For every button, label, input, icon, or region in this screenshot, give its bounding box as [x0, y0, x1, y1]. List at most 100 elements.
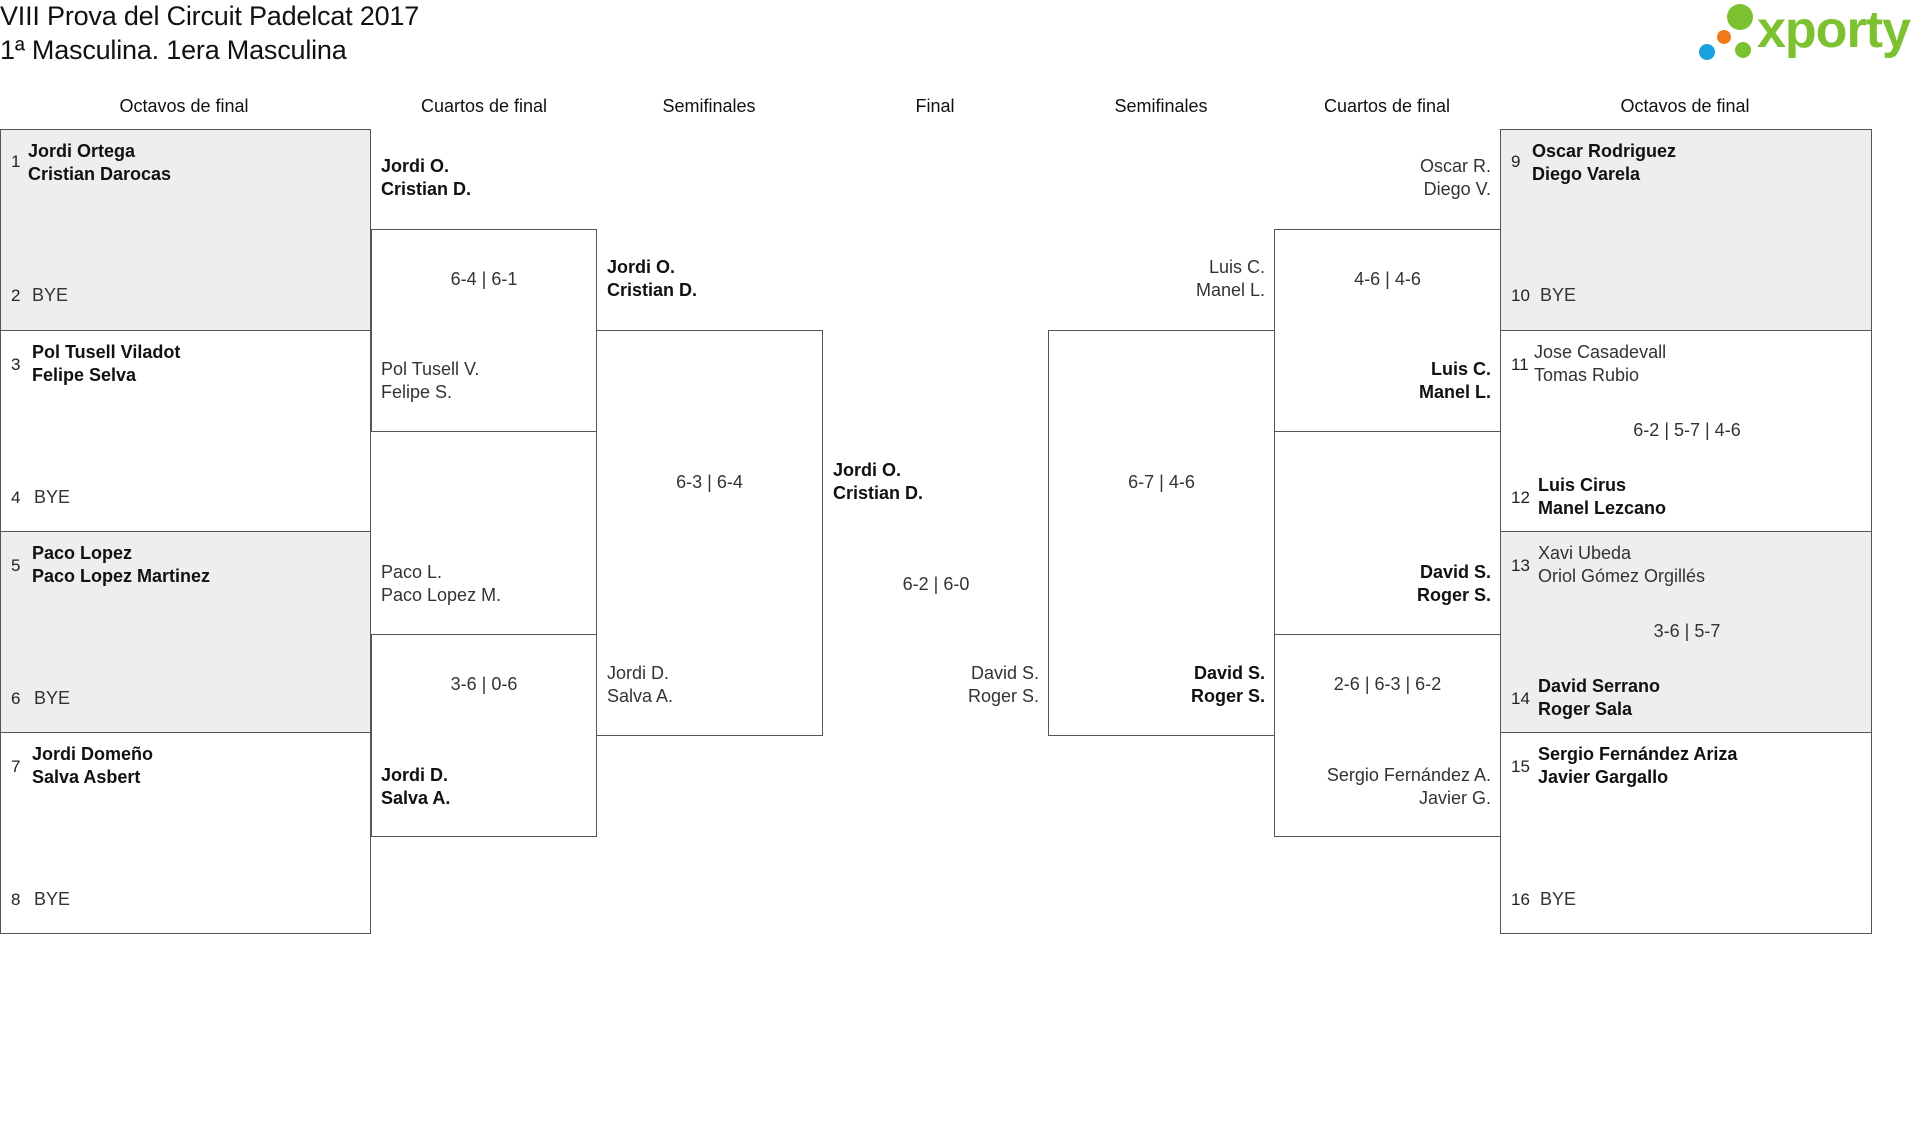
seed-number: 12	[1511, 488, 1530, 507]
player-name: Cristian Darocas	[28, 164, 172, 184]
r16-left-match-1: 1 Jordi Ortega Cristian Darocas 2 BYE	[0, 129, 371, 331]
team-name: Luis C.	[1208, 257, 1265, 277]
logo-wordmark: xporty	[1757, 1, 1911, 59]
seed-number: 5	[11, 556, 21, 575]
team-name: Jordi O.	[381, 156, 450, 176]
col-header-r16-left: Octavos de final	[119, 96, 249, 116]
team-name: Jordi D.	[607, 663, 670, 683]
team-name: Cristian D.	[607, 280, 698, 300]
player-name: Luis Cirus	[1538, 475, 1627, 495]
col-header-qf-left: Cuartos de final	[420, 96, 548, 116]
bye-label: BYE	[1540, 285, 1577, 305]
player-name: Jordi Domeño	[32, 744, 154, 764]
col-header-qf-right: Cuartos de final	[1323, 96, 1451, 116]
team-name: Luis C.	[1430, 359, 1491, 379]
xporty-logo: xporty	[1695, 1, 1920, 68]
r16-left-match-2: 3 Pol Tusell Viladot Felipe Selva 4 BYE	[0, 330, 371, 532]
team-name: Pol Tusell V.	[381, 359, 480, 379]
category-subtitle: 1ª Masculina. 1era Masculina	[0, 35, 347, 65]
team-name: Salva A.	[607, 686, 674, 706]
seed-number: 14	[1511, 689, 1530, 708]
seed-number: 6	[11, 689, 21, 708]
team-name: David S.	[1419, 562, 1491, 582]
player-name: Pol Tusell Viladot	[32, 342, 181, 362]
team-name: Sergio Fernández A.	[1326, 765, 1491, 785]
match-score: 2-6 | 6-3 | 6-2	[1333, 674, 1442, 694]
bye-label: BYE	[32, 285, 69, 305]
team-name: Salva A.	[381, 788, 451, 808]
team-name: Roger S.	[1190, 686, 1265, 706]
seed-number: 10	[1511, 286, 1530, 305]
final-team-name: Cristian D.	[833, 483, 924, 503]
match-score: 6-4 | 6-1	[450, 269, 518, 289]
player-name: Felipe Selva	[32, 365, 137, 385]
player-name: Salva Asbert	[32, 767, 141, 787]
match-score: 3-6 | 0-6	[450, 674, 518, 694]
col-header-r16-right: Octavos de final	[1620, 96, 1750, 116]
r16-right-match-4: 15 Sergio Fernández Ariza Javier Gargall…	[1500, 732, 1872, 934]
player-name: Diego Varela	[1532, 164, 1641, 184]
logo-dot-blue	[1699, 44, 1715, 60]
team-name: Felipe S.	[381, 382, 453, 402]
bye-label: BYE	[34, 889, 71, 909]
match-score: 6-2 | 5-7 | 4-6	[1633, 420, 1741, 440]
seed-number: 2	[11, 286, 21, 305]
team-name: Paco L.	[381, 562, 443, 582]
seed-number: 13	[1511, 556, 1530, 575]
seed-number: 11	[1511, 355, 1529, 374]
player-name: Tomas Rubio	[1534, 365, 1640, 385]
bye-label: BYE	[1540, 889, 1577, 909]
seed-number: 15	[1511, 757, 1530, 776]
team-name: Jordi D.	[381, 765, 449, 785]
player-name: Jose Casadevall	[1534, 342, 1667, 362]
seed-number: 3	[11, 355, 21, 374]
player-name: David Serrano	[1538, 676, 1661, 696]
col-header-final: Final	[915, 96, 955, 116]
player-name: Jordi Ortega	[28, 141, 136, 161]
team-name: David S.	[1193, 663, 1265, 683]
player-name: Oriol Gómez Orgillés	[1538, 566, 1706, 586]
final-team-name: David S.	[970, 663, 1039, 683]
final-team-name: Roger S.	[967, 686, 1039, 706]
seed-number: 16	[1511, 890, 1530, 909]
team-name: Paco Lopez M.	[381, 585, 502, 605]
team-name: Oscar R.	[1419, 156, 1491, 176]
team-name: Roger S.	[1416, 585, 1491, 605]
seed-number: 1	[11, 152, 21, 171]
team-name: Manel L.	[1418, 382, 1491, 402]
player-name: Oscar Rodriguez	[1532, 141, 1677, 161]
player-name: Paco Lopez	[32, 543, 133, 563]
match-score: 3-6 | 5-7	[1653, 621, 1721, 641]
player-name: Javier Gargallo	[1538, 767, 1669, 787]
seed-number: 7	[11, 757, 21, 776]
sf-right-connector	[1048, 330, 1275, 736]
player-name: Roger Sala	[1538, 699, 1633, 719]
match-score: 6-3 | 6-4	[676, 472, 743, 492]
r16-right-match-2: 11 Jose Casadevall Tomas Rubio 6-2 | 5-7…	[1500, 330, 1872, 532]
final-score: 6-2 | 6-0	[902, 574, 970, 594]
logo-dot-green-small	[1735, 42, 1751, 58]
final-team-name: Jordi O.	[833, 460, 902, 480]
player-name: Xavi Ubeda	[1538, 543, 1632, 563]
seed-number: 4	[11, 488, 21, 507]
r16-right-match-3: 13 Xavi Ubeda Oriol Gómez Orgillés 3-6 |…	[1500, 531, 1872, 733]
logo-dot-orange	[1717, 30, 1731, 44]
bye-label: BYE	[34, 688, 71, 708]
team-name: Cristian D.	[381, 179, 472, 199]
col-header-sf-right: Semifinales	[1114, 96, 1208, 116]
bye-label: BYE	[34, 487, 71, 507]
r16-right-match-1: 9 Oscar Rodriguez Diego Varela 10 BYE	[1500, 129, 1872, 331]
team-name: Javier G.	[1418, 788, 1491, 808]
team-name: Diego V.	[1423, 179, 1491, 199]
r16-left-match-4: 7 Jordi Domeño Salva Asbert 8 BYE	[0, 732, 371, 934]
r16-left-match-3: 5 Paco Lopez Paco Lopez Martinez 6 BYE	[0, 531, 371, 733]
player-name: Paco Lopez Martinez	[32, 566, 211, 586]
seed-number: 8	[11, 890, 21, 909]
col-header-sf-left: Semifinales	[662, 96, 756, 116]
team-name: Manel L.	[1195, 280, 1265, 300]
sf-left-connector	[596, 330, 823, 736]
team-name: Jordi O.	[607, 257, 676, 277]
logo-dot-green	[1727, 4, 1753, 30]
seed-number: 9	[1511, 152, 1521, 171]
tournament-title: VIII Prova del Circuit Padelcat 2017	[0, 1, 420, 31]
